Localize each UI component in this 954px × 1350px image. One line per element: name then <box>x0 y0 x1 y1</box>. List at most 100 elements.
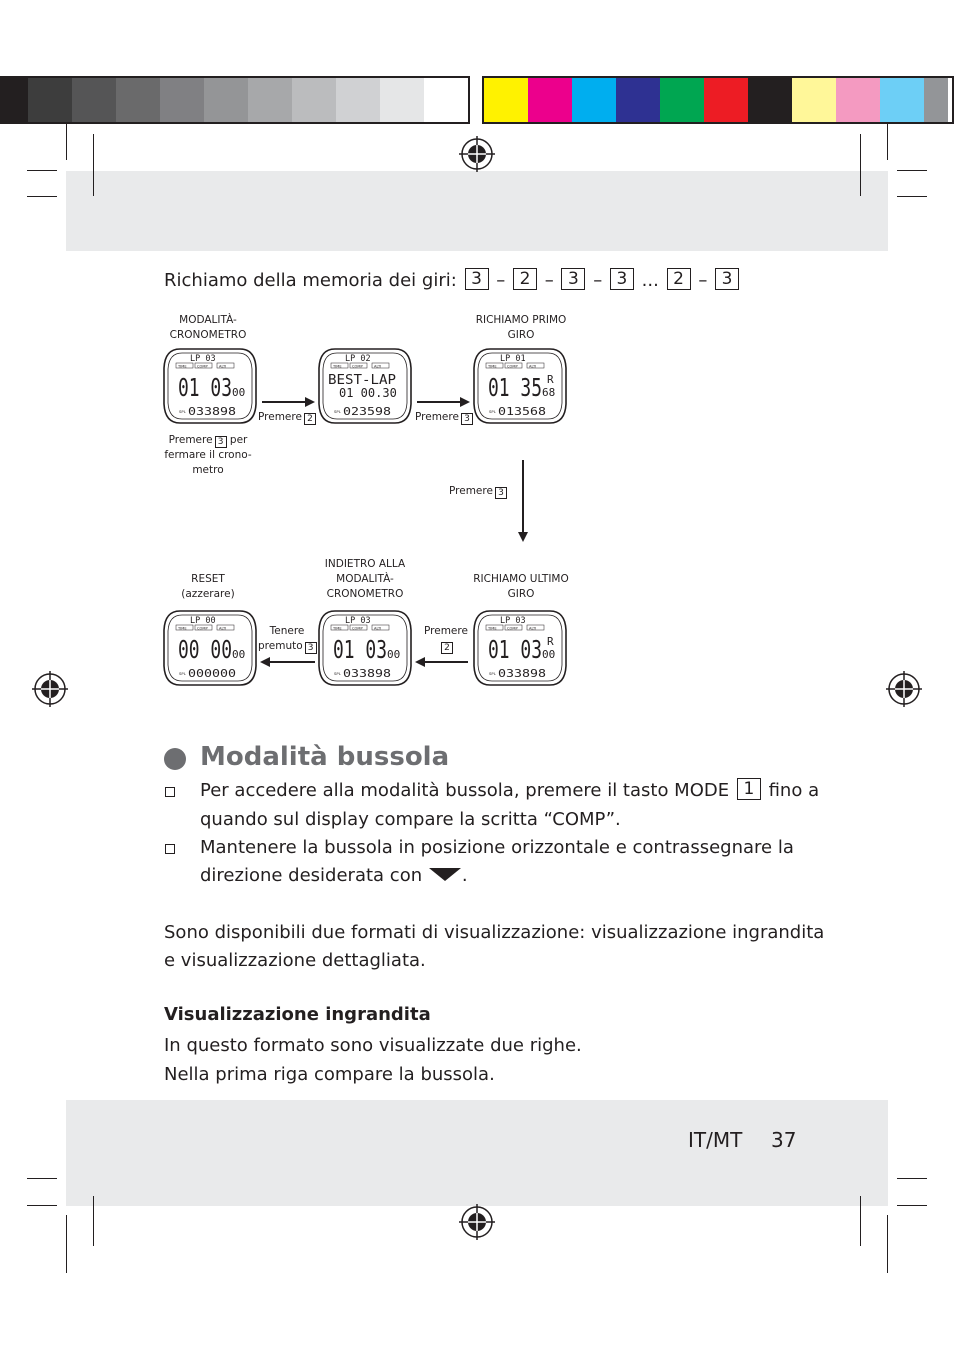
crop-mark <box>860 1196 861 1246</box>
watch-mode-label: ALTI <box>374 364 381 368</box>
footer-band <box>66 1100 888 1206</box>
color-swatch <box>660 78 704 122</box>
crop-mark <box>860 134 861 196</box>
watch-bezel <box>167 352 253 420</box>
watch-spl-label: SPL <box>489 671 497 676</box>
watch-mode-indicator <box>216 624 235 631</box>
key-box: 2 <box>513 268 537 290</box>
dash: – <box>544 270 554 291</box>
watch-mode-label: ALTI <box>374 626 381 630</box>
lap-memory-sequence: Richiamo della memoria dei giri: 3 – 2 –… <box>164 267 741 295</box>
registration-mark-icon <box>459 136 495 172</box>
watch-top-line: LP 03 <box>345 616 371 626</box>
watch-sub-digits: 00 <box>542 648 555 661</box>
crop-mark <box>887 124 888 160</box>
watch-mode-indicator <box>371 362 390 369</box>
print-color-bar-right <box>484 78 948 122</box>
dash: – <box>593 270 603 291</box>
watch-top-line: LP 03 <box>190 354 216 364</box>
color-swatch <box>572 78 616 122</box>
crop-mark <box>93 1196 94 1246</box>
watch-sub-digits: 00 <box>232 648 245 661</box>
color-swatch <box>924 78 948 122</box>
list-item-1-line-1: Per accedere alla modalità bussola, prem… <box>200 778 820 801</box>
watch-case <box>318 610 412 686</box>
color-swatch <box>336 78 380 122</box>
watch-flag: R <box>547 635 554 648</box>
watch-mode-indicator <box>526 624 545 631</box>
key-box: 3 <box>609 268 634 290</box>
watch-sub-digits: 68 <box>542 386 555 399</box>
watch-bezel <box>167 614 253 682</box>
watch-mode-indicator <box>349 624 368 631</box>
watch-bezel <box>322 352 408 420</box>
watch-mode-indicator <box>175 624 194 631</box>
list-item-2-line-2: direzione desiderata con . <box>200 865 468 886</box>
watch-mode-label: ALTI <box>219 364 226 368</box>
watch-mode-indicator <box>504 624 523 631</box>
key-box: 3 <box>715 268 740 290</box>
color-swatch <box>292 78 336 122</box>
watch-mode-indicator <box>485 624 504 631</box>
watch-mode-label: TIME <box>177 364 187 368</box>
crop-mark <box>887 1215 888 1273</box>
watch-spl-label: SPL <box>334 409 342 414</box>
watch-mode-label: COMP <box>352 364 363 368</box>
watch-mode-label: TIME <box>332 364 342 368</box>
diagram-arrows <box>260 397 528 667</box>
color-swatch <box>792 78 836 122</box>
watch-bottom-digits: 000000 <box>188 667 236 680</box>
watch-mode-indicator <box>504 362 523 369</box>
list-item-1-line-2: quando sul display compare la scritta “C… <box>200 809 621 830</box>
watch-bezel <box>477 352 563 420</box>
label-stopwatch-mode: MODALITÀ-CRONOMETRO <box>169 314 247 341</box>
section-bullet-icon <box>164 748 186 770</box>
watch-mode-label: ALTI <box>529 626 536 630</box>
registration-mark-icon <box>886 671 922 707</box>
watch-sub-digits: 00 <box>232 386 245 399</box>
crop-mark <box>66 1215 67 1273</box>
ellipsis: ... <box>641 270 659 291</box>
crop-mark <box>27 1205 57 1206</box>
color-swatch <box>72 78 116 122</box>
watch-top-line: LP 00 <box>190 616 216 626</box>
registration-mark-icon <box>32 671 68 707</box>
watch-bottom-digits: 033898 <box>188 405 236 418</box>
watch-bottom-digits: 033898 <box>498 667 546 680</box>
watch-mode-indicator <box>349 362 368 369</box>
crop-mark <box>897 196 927 197</box>
registration-mark-icon <box>459 1204 495 1240</box>
watch-mode-label: COMP <box>197 364 208 368</box>
watch-mode-label: ALTI <box>219 626 226 630</box>
dash: – <box>496 270 506 291</box>
watch-main-digits: 01 03 <box>333 635 387 664</box>
watch-main-digits: 01 03 <box>488 635 542 664</box>
watch-main-digits: 01 03 <box>178 373 232 402</box>
watch-flag: R <box>547 373 554 386</box>
color-swatch <box>836 78 880 122</box>
color-swatch <box>704 78 748 122</box>
watch-top-line: LP 03 <box>500 616 526 626</box>
watch-mode-indicator <box>526 362 545 369</box>
watch-sub-digits: 00 <box>387 648 400 661</box>
watch-mode-indicator <box>371 624 390 631</box>
crop-mark <box>27 170 57 171</box>
watch-sub-digits: 01 00.30 <box>339 386 397 400</box>
watch-main-digits: 01 35 <box>488 373 542 402</box>
color-swatch <box>28 78 72 122</box>
watch-mode-indicator <box>330 624 349 631</box>
color-bar-frame-right <box>482 76 954 124</box>
watch-mode-label: COMP <box>507 626 518 630</box>
checkbox-bullet-icon <box>165 787 175 797</box>
watch-top-line: LP 01 <box>500 354 526 364</box>
